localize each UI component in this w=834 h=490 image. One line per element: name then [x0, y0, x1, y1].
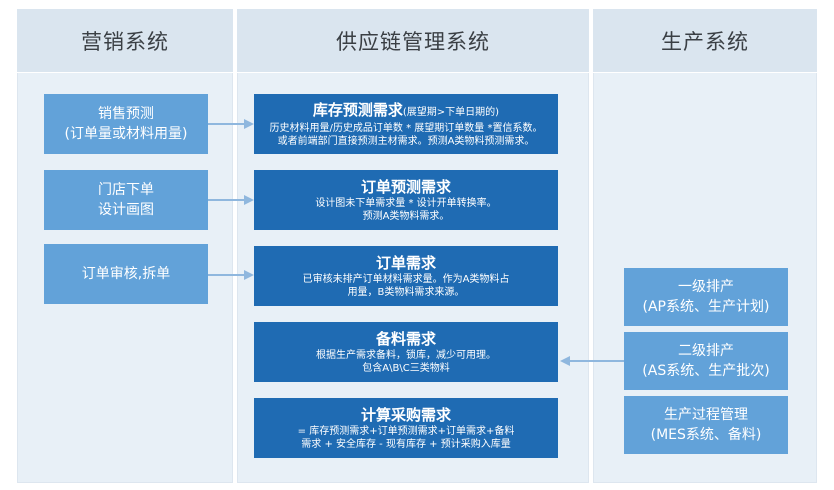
box-title: 库存预测需求(展望期>下单日期的) — [313, 101, 499, 122]
box-line: (MES系统、备料) — [650, 427, 762, 443]
box-line: 订单审核,拆单 — [81, 266, 171, 282]
supply-box-inventory-forecast: 库存预测需求(展望期>下单日期的) 历史材料用量/历史成品订单数 * 展望期订单… — [254, 94, 558, 154]
supply-box-material-prep: 备料需求 根据生产需求备料，锁库，减少可用理。 包含A\B\C三类物料 — [254, 322, 558, 382]
arrow-right-icon — [208, 119, 254, 129]
box-line: (订单量或材料用量) — [64, 126, 188, 142]
box-title-note: (展望期>下单日期的) — [402, 106, 500, 118]
box-line: (AS系统、生产批次) — [642, 363, 770, 379]
box-line: 门店下单 — [98, 182, 154, 198]
marketing-column-header: 营销系统 — [17, 9, 233, 73]
supply-chain-column-header: 供应链管理系统 — [237, 9, 589, 73]
box-desc: 包含A\B\C三类物料 — [362, 362, 450, 374]
production-box-mes: 生产过程管理 (MES系统、备料) — [624, 396, 788, 454]
box-desc: 需求 + 安全库存 - 现有库存 + 预计采购入库量 — [301, 438, 511, 450]
production-column-header: 生产系统 — [593, 9, 817, 73]
arrow-right-icon — [208, 270, 254, 280]
box-line: (AP系统、生产计划) — [642, 299, 770, 315]
supply-box-order-forecast: 订单预测需求 设计图未下单需求量 * 设计开单转换率。 预测A类物料需求。 — [254, 170, 558, 230]
box-desc: 用量，B类物料需求来源。 — [347, 286, 465, 298]
box-desc: 预测A类物料需求。 — [362, 210, 450, 222]
box-desc: 或者前端部门直接预测主材需求。预测A类物料预测需求。 — [277, 135, 535, 147]
supply-box-purchase-calc: 计算采购需求 = 库存预测需求+订单预测需求+订单需求+备料 需求 + 安全库存… — [254, 398, 558, 458]
box-title-text: 库存预测需求 — [312, 100, 403, 119]
box-desc: = 库存预测需求+订单预测需求+订单需求+备料 — [297, 425, 515, 437]
box-desc: 设计图未下单需求量 * 设计开单转换率。 — [315, 197, 497, 209]
arrow-left-icon — [560, 356, 624, 366]
box-desc: 历史材料用量/历史成品订单数 * 展望期订单数量 *置信系数。 — [269, 122, 543, 134]
supply-box-order-demand: 订单需求 已审核未排产订单材料需求量。作为A类物料占 用量，B类物料需求来源。 — [254, 246, 558, 306]
production-box-level2: 二级排产 (AS系统、生产批次) — [624, 332, 788, 390]
marketing-box-order-review: 订单审核,拆单 — [44, 244, 208, 304]
production-box-level1: 一级排产 (AP系统、生产计划) — [624, 268, 788, 326]
marketing-box-store-order: 门店下单 设计画图 — [44, 170, 208, 230]
box-line: 设计画图 — [98, 202, 154, 218]
box-desc: 根据生产需求备料，锁库，减少可用理。 — [316, 349, 496, 361]
box-desc: 已审核未排产订单材料需求量。作为A类物料占 — [302, 273, 510, 285]
box-title: 订单需求 — [375, 253, 436, 272]
box-line: 生产过程管理 — [664, 407, 748, 423]
box-title: 订单预测需求 — [360, 177, 451, 196]
box-title: 备料需求 — [375, 329, 436, 348]
arrow-right-icon — [208, 195, 254, 205]
box-line: 销售预测 — [98, 106, 154, 122]
box-title: 计算采购需求 — [360, 405, 451, 424]
box-line: 二级排产 — [678, 343, 734, 359]
marketing-box-sales-forecast: 销售预测 (订单量或材料用量) — [44, 94, 208, 154]
box-line: 一级排产 — [678, 279, 734, 295]
